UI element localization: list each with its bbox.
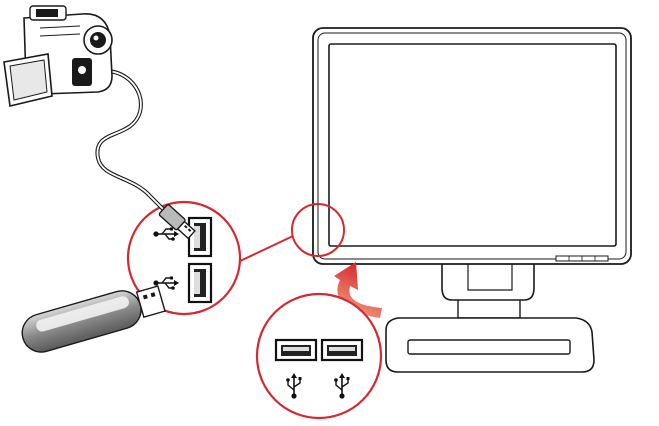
- monitor-icon: [312, 27, 632, 373]
- callout-connector-line: [237, 235, 294, 263]
- monitor-side-port-highlight: [291, 203, 345, 257]
- usb-flash-drive-icon: [21, 285, 166, 353]
- bottom-usb-ports-callout: [255, 292, 383, 420]
- camcorder-icon: [3, 5, 196, 240]
